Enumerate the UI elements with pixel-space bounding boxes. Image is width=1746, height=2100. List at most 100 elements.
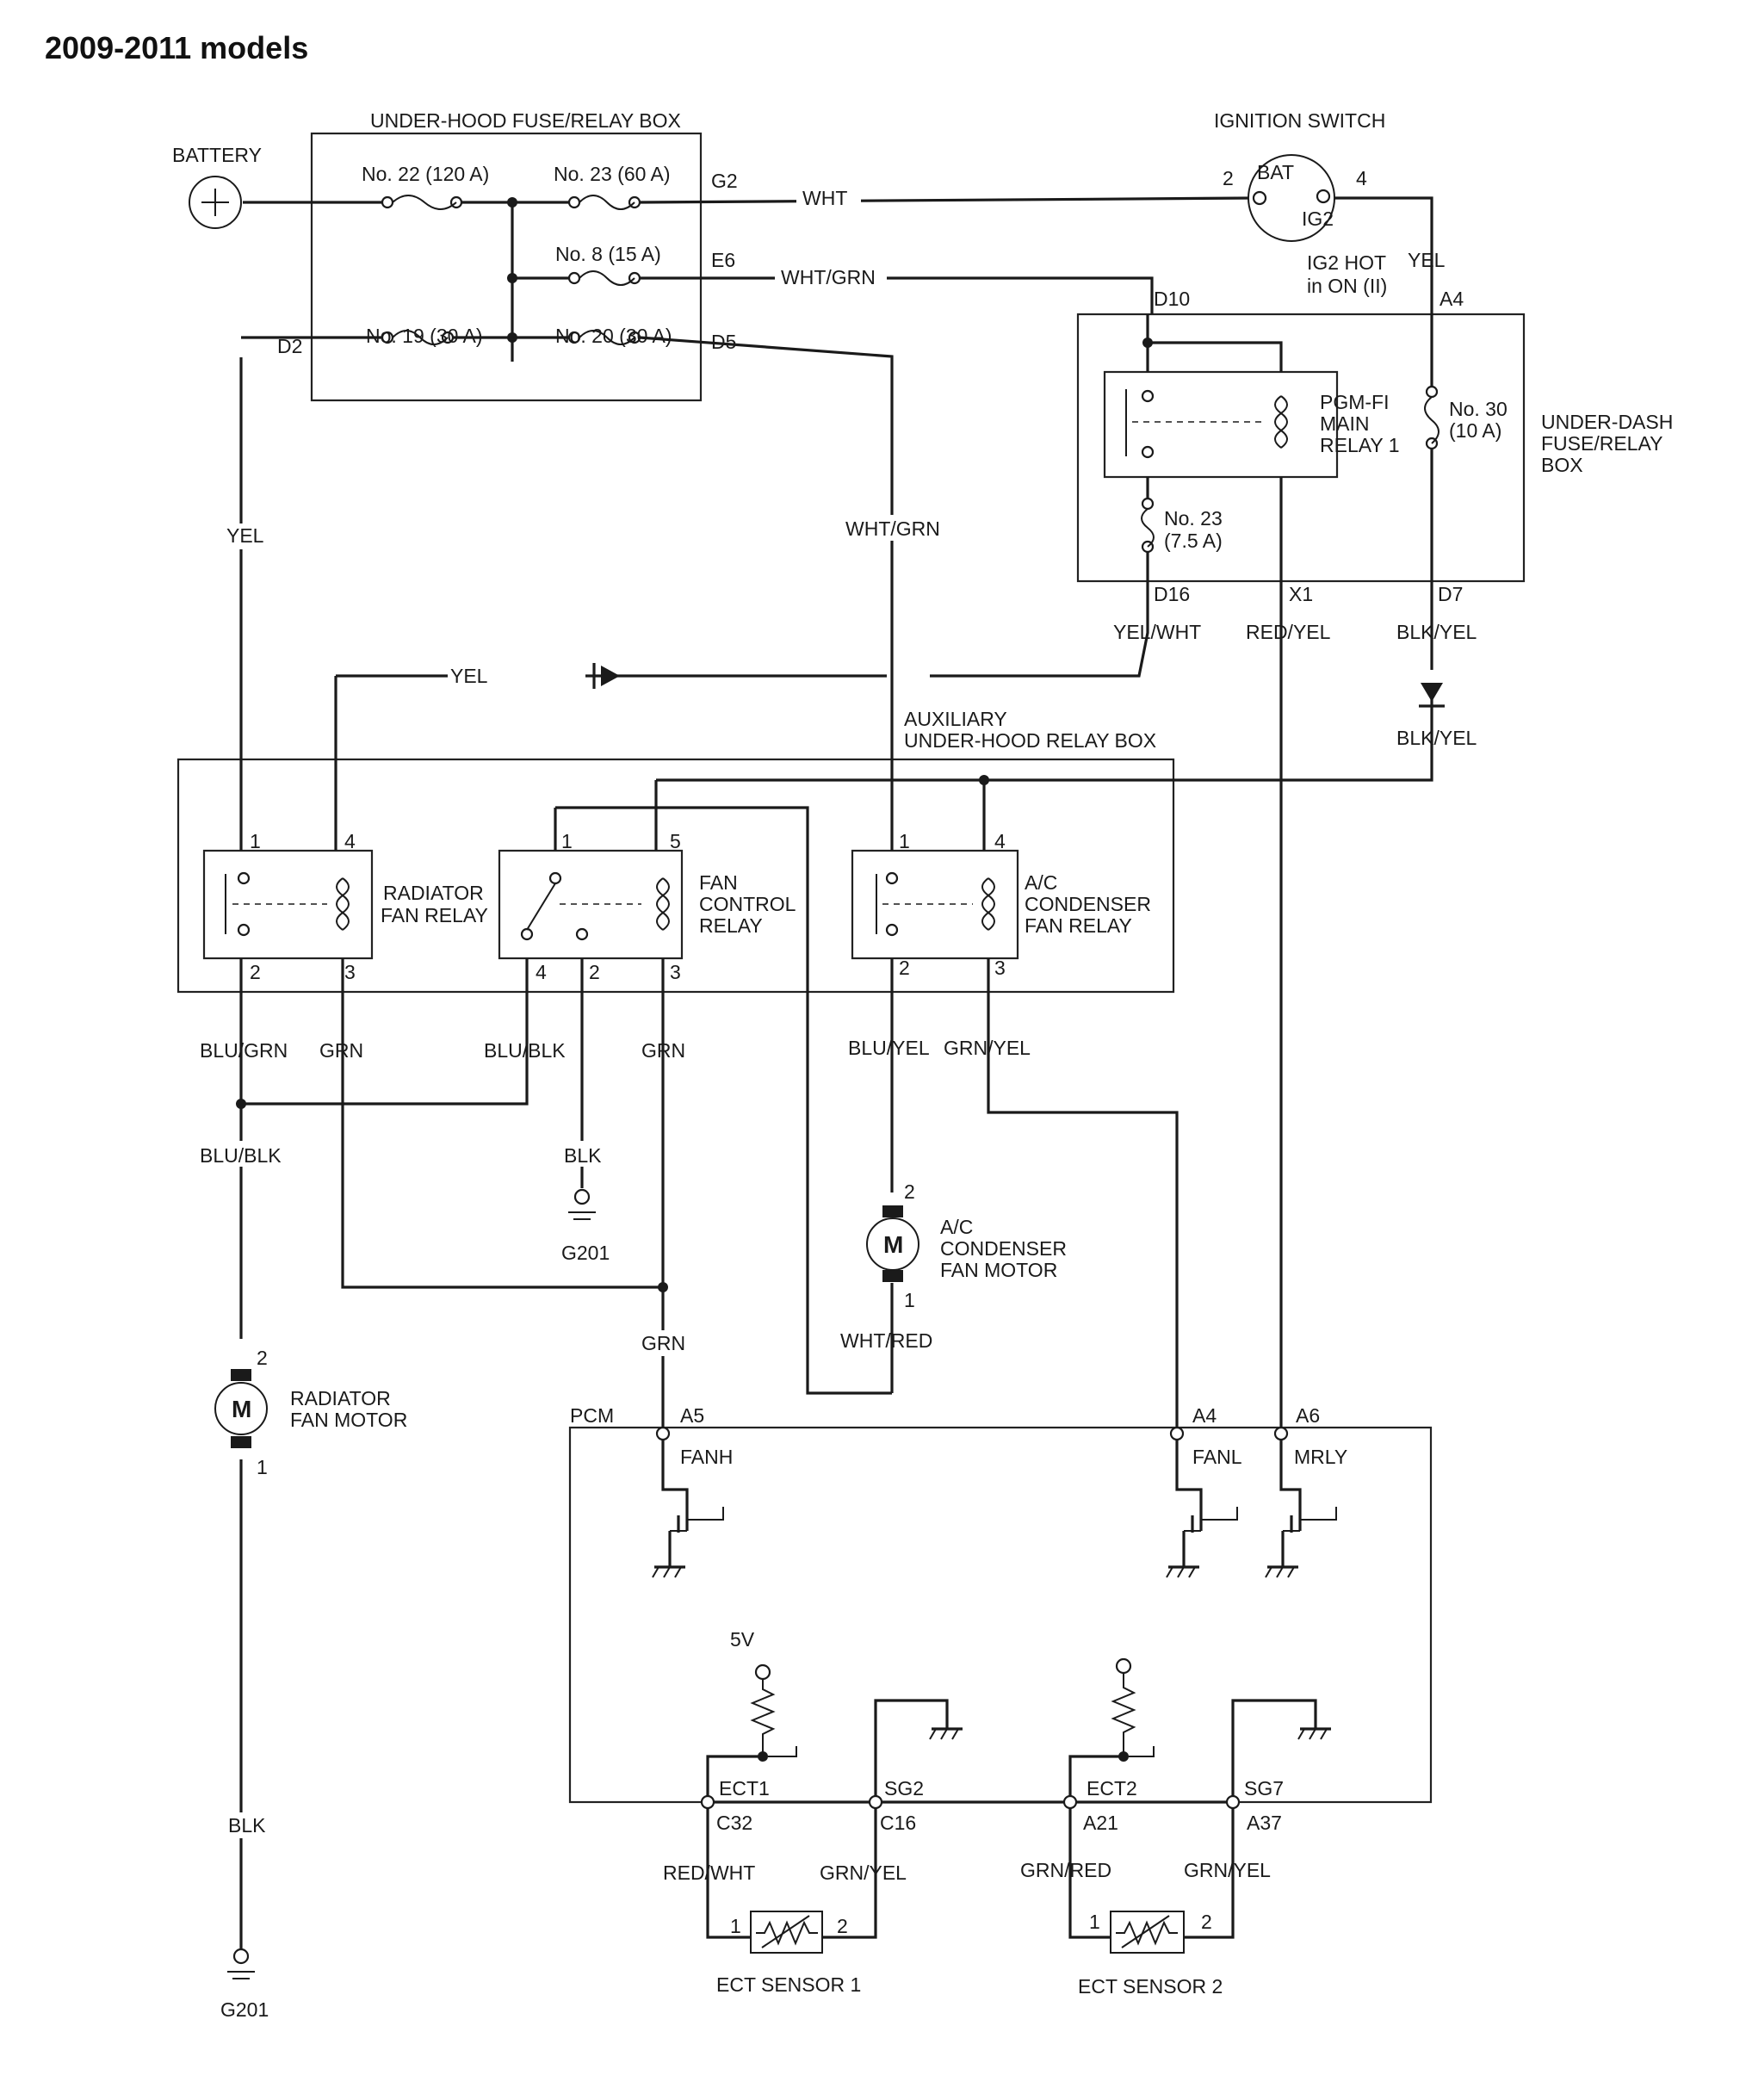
fanh-label: FANH xyxy=(680,1446,733,1468)
fuse-23-small-label-1: No. 23 xyxy=(1164,507,1223,530)
svg-text:BLK/YEL: BLK/YEL xyxy=(1396,621,1477,643)
svg-text:D5: D5 xyxy=(711,331,736,353)
underdash-label-3: BOX xyxy=(1541,454,1583,476)
svg-text:1: 1 xyxy=(250,830,261,852)
radiator-fan-motor: M xyxy=(214,1369,268,1448)
ect-sensor-2-label: ECT SENSOR 2 xyxy=(1078,1975,1223,1998)
svg-text:D16: D16 xyxy=(1154,583,1190,605)
rad-relay-label-1: RADIATOR xyxy=(383,882,484,904)
ig2-hot-label-1: IG2 HOT xyxy=(1307,251,1386,274)
ect-sensor-1 xyxy=(750,1911,823,1954)
pcm-terminals xyxy=(655,1426,1289,1441)
svg-text:BLK/YEL: BLK/YEL xyxy=(1396,727,1477,749)
svg-text:G2: G2 xyxy=(711,170,738,192)
underhood-fuse-relay-box xyxy=(310,132,703,402)
wires xyxy=(239,196,1433,1950)
ignition-pin-2: 2 xyxy=(1223,167,1234,189)
sg7-label: SG7 xyxy=(1244,1777,1284,1800)
svg-text:A21: A21 xyxy=(1083,1812,1118,1834)
underdash-label-2: FUSE/RELAY xyxy=(1541,432,1662,455)
svg-text:GRN/RED: GRN/RED xyxy=(1020,1859,1111,1881)
svg-text:RED/YEL: RED/YEL xyxy=(1246,621,1331,643)
rad-motor-label-1: RADIATOR xyxy=(290,1387,391,1409)
fuse-30-label-2: (10 A) xyxy=(1449,419,1501,442)
fuse-23-main xyxy=(567,195,641,210)
svg-text:BLU/YEL: BLU/YEL xyxy=(848,1037,930,1059)
svg-text:3: 3 xyxy=(344,961,356,983)
sensor-supply-1 xyxy=(750,1663,797,1757)
pcm-box xyxy=(568,1426,1433,1804)
svg-text:D7: D7 xyxy=(1438,583,1463,605)
fuse-19-label: No. 19 (30 A) xyxy=(366,325,483,347)
page-title: 2009-2011 models xyxy=(45,30,308,65)
pgmfi-relay-box xyxy=(1103,370,1339,479)
svg-text:2: 2 xyxy=(589,961,600,983)
svg-text:4: 4 xyxy=(994,830,1006,852)
ect2-pin-1: 1 xyxy=(1089,1911,1100,1933)
svg-text:BLU/BLK: BLU/BLK xyxy=(484,1039,566,1062)
connector-labels: G2 E6 D2 D5 D10 A4 D16 X1 D7 A5 A4 A6 C3… xyxy=(277,170,1464,1834)
svg-text:WHT: WHT xyxy=(802,187,847,209)
fuse-23-main-label: No. 23 (60 A) xyxy=(554,163,671,185)
junction-dots xyxy=(236,197,1153,1762)
svg-text:C16: C16 xyxy=(880,1812,916,1834)
svg-text:YEL: YEL xyxy=(226,524,264,547)
sg-grounds xyxy=(929,1727,1331,1740)
sensor-supply-2 xyxy=(1111,1657,1155,1757)
sensor-terminals xyxy=(700,1794,1241,1810)
svg-text:4: 4 xyxy=(344,830,356,852)
svg-text:5: 5 xyxy=(670,830,681,852)
battery-symbol xyxy=(189,176,242,229)
ignition-switch-label: IGNITION SWITCH xyxy=(1214,109,1385,132)
svg-text:A37: A37 xyxy=(1247,1812,1282,1834)
ac-relay-label-2: CONDENSER xyxy=(1025,893,1151,915)
svg-text:A5: A5 xyxy=(680,1404,704,1427)
underdash-label-1: UNDER-DASH xyxy=(1541,411,1673,433)
ignition-switch-symbol xyxy=(1248,154,1335,242)
svg-text:GRN: GRN xyxy=(641,1039,685,1062)
aux-box-label-1: AUXILIARY xyxy=(904,708,1007,730)
radiator-fan-relay-symbol xyxy=(225,871,350,937)
svg-text:WHT/GRN: WHT/GRN xyxy=(845,517,940,540)
ignition-bat-label: BAT xyxy=(1257,161,1294,183)
ac-motor-label-2: CONDENSER xyxy=(940,1237,1067,1260)
svg-text:WHT/GRN: WHT/GRN xyxy=(781,266,876,288)
fuse-22-label: No. 22 (120 A) xyxy=(362,163,489,185)
pgmfi-label-2: MAIN xyxy=(1320,412,1370,435)
fuse-20-label: No. 20 (30 A) xyxy=(555,325,672,347)
svg-text:A4: A4 xyxy=(1192,1404,1217,1427)
svg-text:GRN/YEL: GRN/YEL xyxy=(820,1862,907,1884)
underdash-fuse-relay-box xyxy=(1076,313,1526,583)
auxiliary-relay-box xyxy=(176,758,1175,994)
ac-condenser-fan-motor: M xyxy=(866,1205,919,1282)
svg-text:2: 2 xyxy=(250,961,261,983)
ect2-pin-2: 2 xyxy=(1201,1911,1212,1933)
fan-control-relay-box xyxy=(498,849,684,960)
svg-text:A6: A6 xyxy=(1296,1404,1320,1427)
svg-text:RED/WHT: RED/WHT xyxy=(663,1862,755,1884)
svg-text:C32: C32 xyxy=(716,1812,752,1834)
fuse-8 xyxy=(567,270,641,286)
pgmfi-label-1: PGM-FI xyxy=(1320,391,1390,413)
svg-text:GRN: GRN xyxy=(319,1039,363,1062)
fan-ctrl-label-1: FAN xyxy=(699,871,738,894)
ect1-pin-1: 1 xyxy=(730,1915,741,1937)
svg-text:GRN: GRN xyxy=(641,1332,685,1354)
svg-text:YEL: YEL xyxy=(1408,249,1446,271)
fuse-23-small-label-2: (7.5 A) xyxy=(1164,530,1223,552)
fuse-22 xyxy=(381,195,463,210)
ignition-pin-4: 4 xyxy=(1356,167,1367,189)
ig2-hot-label-2: in ON (II) xyxy=(1307,275,1387,297)
diode-blk-yel xyxy=(1419,683,1445,708)
ac-relay-label-1: A/C xyxy=(1025,871,1057,894)
svg-text:WHT/RED: WHT/RED xyxy=(840,1329,932,1352)
ect-sensor-1-label: ECT SENSOR 1 xyxy=(716,1973,861,1996)
fan-control-relay-symbol xyxy=(520,871,670,941)
g201-lower-label: G201 xyxy=(220,1998,269,2021)
fuse-8-label: No. 8 (15 A) xyxy=(555,243,661,265)
five-volt-label: 5V xyxy=(730,1628,755,1651)
svg-text:D10: D10 xyxy=(1154,288,1190,310)
fuse-30 xyxy=(1424,385,1440,450)
relay-pin-numbers: 1 4 2 3 1 5 4 2 3 1 4 2 3 xyxy=(250,830,1006,983)
g201-upper-label: G201 xyxy=(561,1242,610,1264)
